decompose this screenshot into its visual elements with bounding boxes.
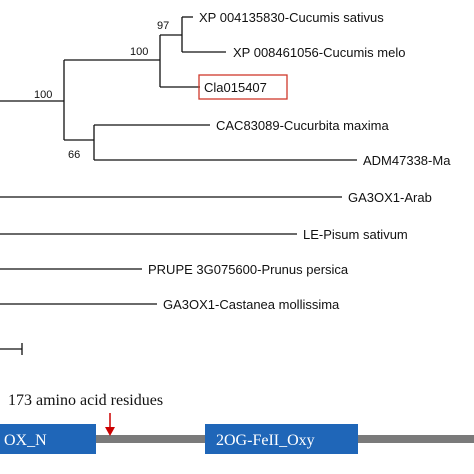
leaf-xp-004135830: XP 004135830-Cucumis sativus	[199, 10, 384, 25]
bootstrap-97: 97	[157, 20, 169, 32]
domain-ox-n-label: OX_N	[4, 432, 47, 449]
leaf-prupe: PRUPE 3G075600-Prunus persica	[148, 262, 349, 277]
domain-ox-n	[0, 424, 96, 454]
tree-branches	[0, 16, 357, 355]
domain-2og-feii-oxy	[205, 424, 358, 454]
leaf-cac83089: CAC83089-Cucurbita maxima	[216, 118, 389, 133]
leaf-cla015407: Cla015407	[204, 80, 267, 95]
bootstrap-100-b: 100	[34, 89, 52, 101]
bootstrap-100-a: 100	[130, 46, 148, 58]
highlight-box	[198, 74, 288, 100]
residue-caption: 173 amino acid residues	[8, 392, 163, 409]
leaf-ga3ox1-arab: GA3OX1-Arab	[348, 190, 432, 205]
leaf-adm47338: ADM47338-Ma	[363, 153, 451, 168]
leaf-le-pisum: LE-Pisum sativum	[303, 227, 408, 242]
bootstrap-66: 66	[68, 149, 80, 161]
domain-2og-feii-oxy-label: 2OG-FeII_Oxy	[216, 432, 315, 449]
leaf-ga3ox1-castanea: GA3OX1-Castanea mollissima	[163, 297, 340, 312]
leaf-xp-008461056: XP 008461056-Cucumis melo	[233, 45, 405, 60]
arrow-down-icon	[105, 427, 115, 436]
